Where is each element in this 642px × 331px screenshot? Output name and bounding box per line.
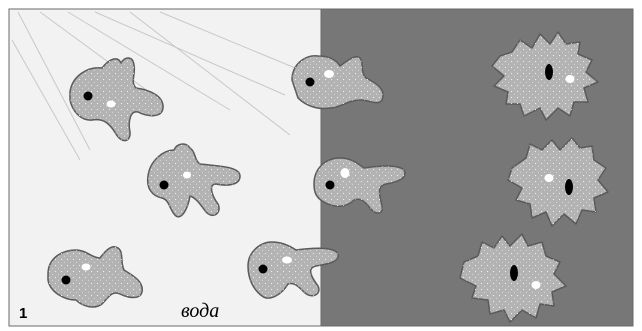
- nucleus-icon: [510, 265, 518, 281]
- nucleus-icon: [159, 180, 169, 190]
- nucleus-icon: [61, 275, 71, 285]
- nucleus-icon: [258, 264, 268, 274]
- amoeba-icon: [459, 233, 567, 323]
- amoeba-icon: [291, 55, 384, 110]
- nucleus-icon: [545, 64, 553, 80]
- amoeba-texture: [248, 242, 339, 299]
- nucleus-icon: [305, 77, 315, 87]
- amoeba-icon: [313, 157, 406, 214]
- amoeba-icon: [507, 137, 609, 227]
- water-label: вода: [181, 300, 220, 322]
- nucleus-icon: [83, 91, 93, 101]
- vacuole-icon: [340, 168, 350, 178]
- vacuole-icon: [282, 256, 292, 264]
- amoeba-icon: [47, 246, 143, 308]
- amoeba-texture: [48, 246, 143, 307]
- nucleus-icon: [565, 179, 573, 195]
- amoeba-texture: [147, 144, 240, 217]
- amoeba-icon: [69, 57, 164, 142]
- amoeba-texture: [508, 138, 608, 226]
- amoeba-texture: [70, 57, 164, 141]
- vacuole-icon: [544, 174, 554, 182]
- amoeba-texture: [314, 158, 405, 214]
- vacuole-icon: [565, 75, 575, 83]
- vacuole-icon: [531, 281, 541, 289]
- vacuole-icon: [81, 263, 91, 271]
- amoeba-texture: [492, 32, 598, 120]
- amoeba-icon: [146, 143, 241, 218]
- figure-number: 1: [19, 305, 28, 322]
- amoeba-texture: [292, 55, 384, 109]
- nucleus-icon: [325, 180, 335, 190]
- amoeba-icon: [491, 31, 599, 121]
- vacuole-icon: [183, 171, 191, 179]
- vacuole-icon: [324, 70, 334, 78]
- amoeba-icon: [247, 241, 339, 299]
- vacuole-icon: [106, 100, 116, 108]
- light-rays: [11, 11, 301, 161]
